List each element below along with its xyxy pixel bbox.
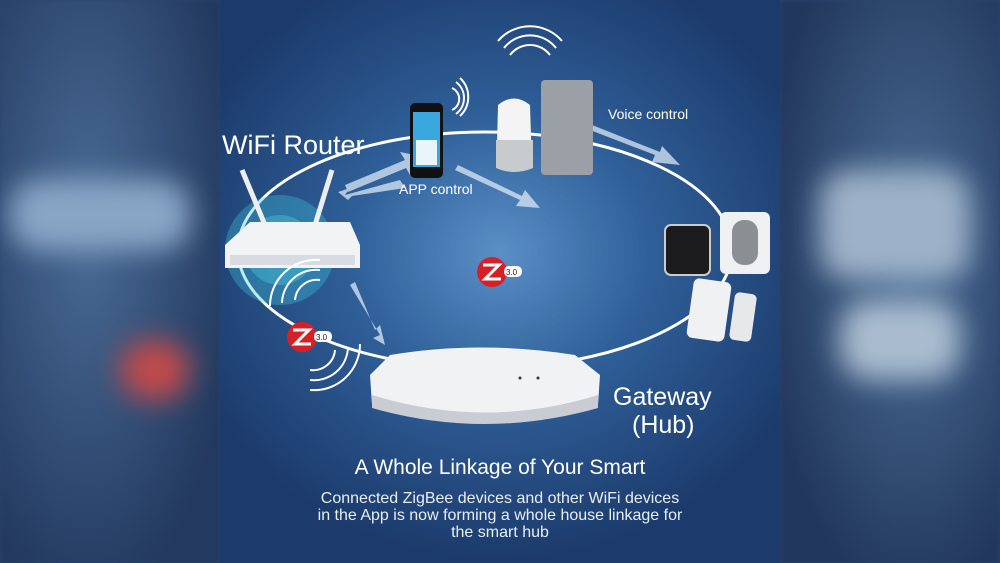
smart-speaker-google-icon bbox=[496, 98, 533, 172]
zigbee-signal-icon bbox=[268, 258, 362, 392]
blurred-background-left bbox=[0, 0, 220, 563]
caption-line-1: Connected ZigBee devices and other WiFi … bbox=[320, 490, 680, 507]
gateway-label: Gateway bbox=[613, 383, 712, 411]
smart-speaker-amazon-icon bbox=[541, 80, 593, 175]
caption-line-2: in the App is now forming a whole house … bbox=[317, 507, 683, 524]
blurred-sensor bbox=[840, 300, 960, 380]
product-diagram: 3.0 3.0 WiFi Router APP control Voice co… bbox=[220, 0, 780, 563]
data-flow-arrows bbox=[338, 125, 680, 345]
router-icon bbox=[225, 169, 360, 268]
zigbee-version-left: 3.0 bbox=[316, 333, 328, 342]
zigbee-logo-left bbox=[287, 322, 332, 352]
blurred-zigbee-logo bbox=[120, 340, 190, 400]
diagram-graphics bbox=[225, 25, 770, 424]
hub-label: (Hub) bbox=[632, 411, 695, 439]
smartphone-icon bbox=[410, 103, 443, 178]
sensor-icon bbox=[720, 212, 770, 274]
blurred-router bbox=[10, 180, 190, 250]
app-control-label: APP control bbox=[399, 181, 473, 197]
zigbee-logo-center bbox=[477, 257, 522, 287]
wifi-signal-icon bbox=[451, 25, 563, 117]
gateway-hub-icon bbox=[370, 347, 600, 424]
smart-plug-icon bbox=[664, 224, 711, 276]
caption-title: A Whole Linkage of Your Smart bbox=[354, 456, 646, 479]
blurred-background-right bbox=[780, 0, 1000, 563]
door-sensor-icon bbox=[686, 278, 757, 342]
wifi-router-label: WiFi Router bbox=[222, 130, 365, 160]
voice-control-label: Voice control bbox=[608, 106, 689, 122]
caption-line-3: the smart hub bbox=[451, 524, 549, 541]
blurred-devices bbox=[820, 170, 970, 280]
caption-body: Connected ZigBee devices and other WiFi … bbox=[220, 490, 780, 541]
zigbee-version-center: 3.0 bbox=[506, 268, 518, 277]
